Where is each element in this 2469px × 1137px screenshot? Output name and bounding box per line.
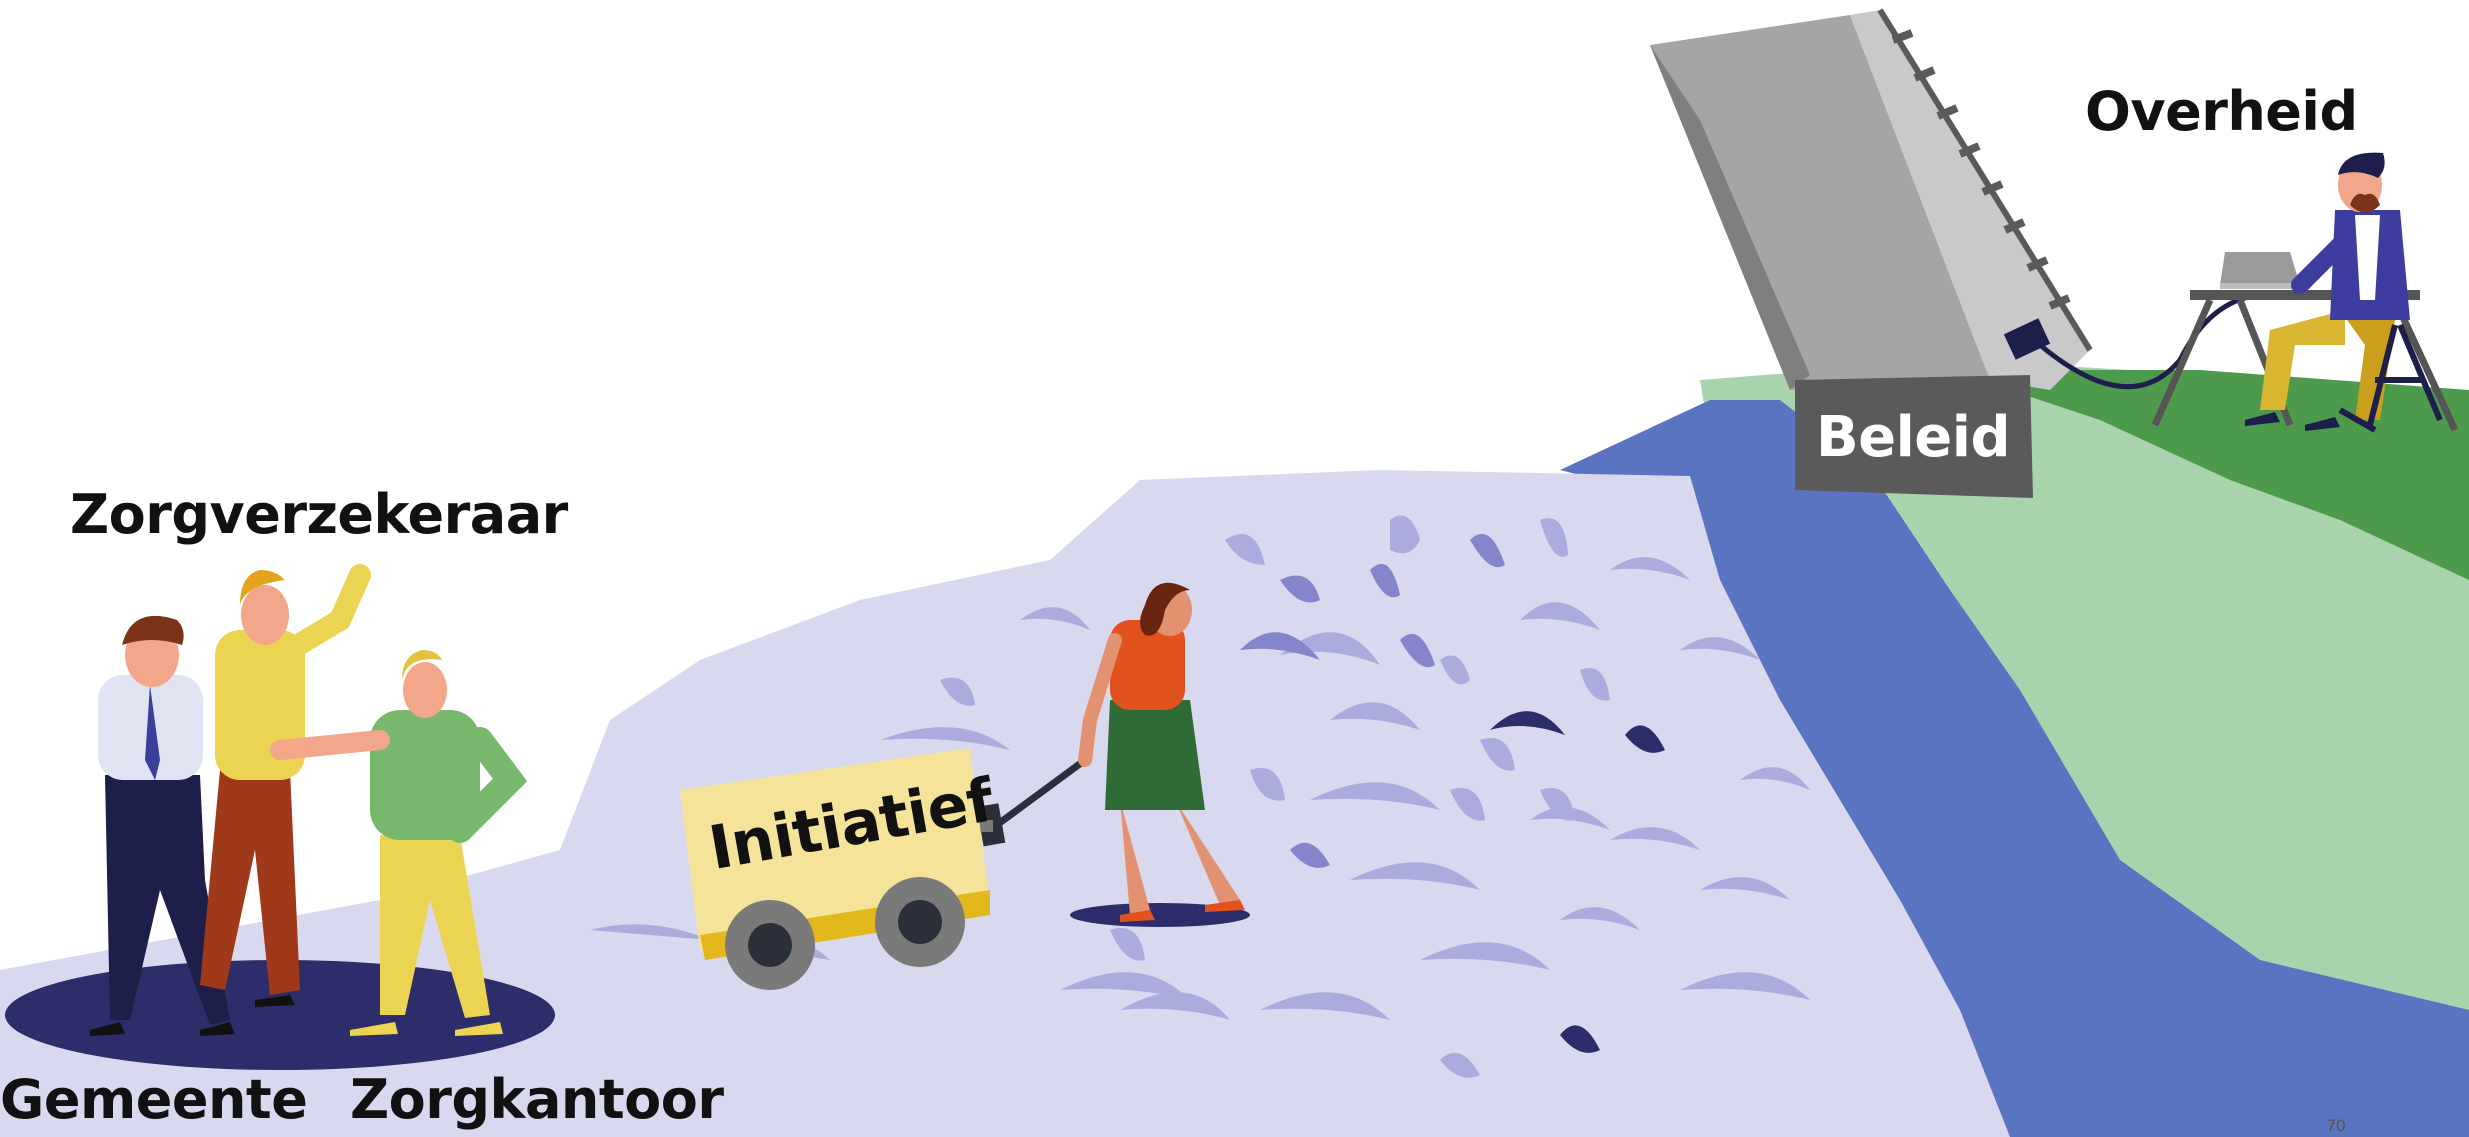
label-overheid: Overheid (2085, 85, 2358, 139)
label-gemeente: Gemeente (0, 1073, 307, 1127)
page-number: 70 (2326, 1118, 2345, 1134)
label-zorgkantoor: Zorgkantoor (350, 1073, 723, 1127)
label-zorgverzekeraar: Zorgverzekeraar (70, 488, 568, 542)
label-beleid: Beleid (1793, 410, 2033, 466)
